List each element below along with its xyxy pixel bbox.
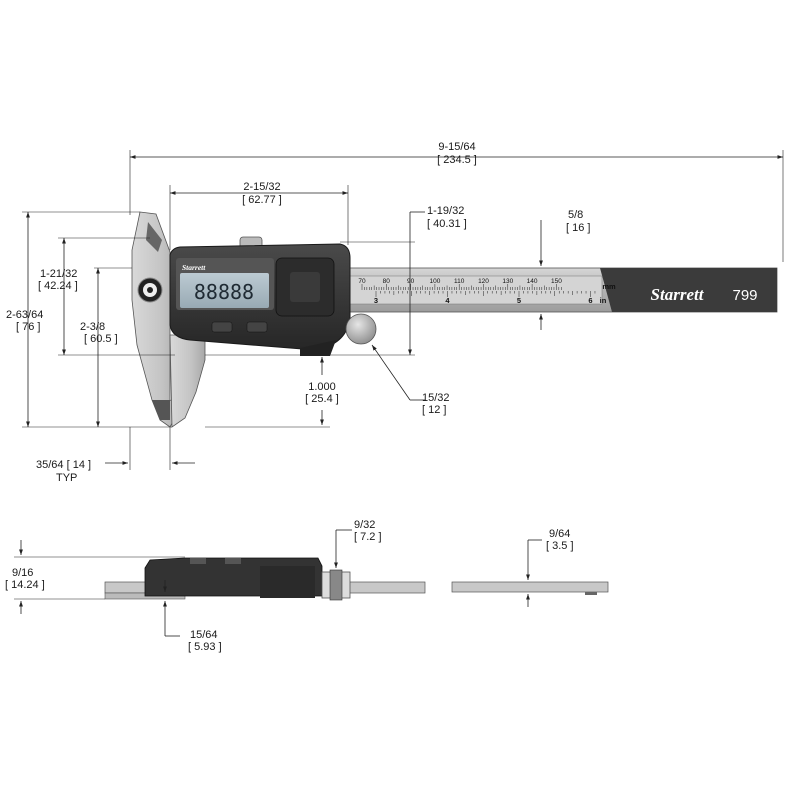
mm-label: 80 — [383, 278, 391, 285]
dim-jaw-offset-metric: [ 25.4 ] — [305, 393, 339, 405]
dim-wheel-thickness: 9/32 — [354, 519, 375, 531]
inch-label: 6 — [588, 296, 592, 305]
mm-label: 130 — [502, 278, 513, 285]
inch-unit-label: in — [600, 296, 607, 305]
mm-label: 70 — [358, 278, 366, 285]
mm-label: 110 — [454, 278, 465, 285]
dim-jaw-offset: 1.000 — [308, 381, 336, 393]
dim-thumb-wheel: 15/32 — [422, 392, 450, 404]
sliding-jaw — [169, 334, 206, 428]
mm-label: 90 — [407, 278, 415, 285]
dim-body-width: 2-15/32 — [243, 181, 280, 193]
mode-button[interactable] — [246, 321, 268, 333]
dim-upper-jaw-depth-metric: [ 42.24 ] — [38, 280, 78, 292]
display-brand: Starrett — [182, 263, 206, 272]
mm-scale: 70 80 90 100 110 120 130 140 150 — [358, 278, 562, 290]
dim-jaw-thickness-note: TYP — [56, 472, 77, 484]
mm-unit-label: mm — [602, 282, 616, 291]
dim-upper-jaw-depth: 1-21/32 — [40, 268, 77, 280]
dim-slider-to-beam: 1-19/32 — [427, 205, 464, 217]
brand-logo: Starrett — [651, 285, 705, 304]
beam-end-view — [451, 581, 609, 595]
lcd-readout: 88888 — [194, 280, 254, 304]
dim-slider-to-beam-metric: [ 40.31 ] — [427, 218, 467, 230]
side-view-dimensions: 9/16 [ 14.24 ] 9/32 [ 7.2 ] 15/64 [ 5.93… — [5, 519, 574, 653]
dim-jaw-thickness: 35/64 [ 14 ] — [36, 459, 91, 471]
dim-side-height: 9/16 — [12, 567, 33, 579]
inch-scale: 3 4 5 6 — [374, 291, 596, 305]
mm-label: 140 — [527, 278, 538, 285]
inch-label: 3 — [374, 296, 378, 305]
lcd-display — [180, 273, 269, 308]
zero-button[interactable] — [211, 321, 233, 333]
mm-label: 150 — [551, 278, 562, 285]
dim-beam-thickness: 9/64 — [549, 528, 570, 540]
dim-overall-height-metric: [ 76 ] — [16, 321, 40, 333]
dim-jaw-base-thickness: 15/64 — [190, 629, 218, 641]
dim-overall-height: 2-63/64 — [6, 309, 43, 321]
dim-jaw-base-thickness-metric: [ 5.93 ] — [188, 641, 222, 653]
dim-overall-length: 9-15/64 — [438, 141, 475, 153]
dim-lower-jaw-depth-metric: [ 60.5 ] — [84, 333, 118, 345]
front-view-dimensions: 9-15/64 [ 234.5 ] 2-15/32 [ 62.77 ] 1-19… — [6, 141, 784, 484]
dim-thumb-wheel-metric: [ 12 ] — [422, 404, 446, 416]
dim-wheel-thickness-metric: [ 7.2 ] — [354, 531, 382, 543]
caliper-side-view — [104, 557, 426, 601]
dim-beam-thickness-metric: [ 3.5 ] — [546, 540, 574, 552]
mm-label: 120 — [478, 278, 489, 285]
caliper-front-view: 70 80 90 100 110 120 130 140 150 3 4 5 6 mm in Star… — [131, 211, 778, 428]
mm-label: 100 — [429, 278, 440, 285]
starrett-seal-logo — [137, 277, 163, 303]
dim-side-height-metric: [ 14.24 ] — [5, 579, 45, 591]
slider-body: Starrett 88888 — [169, 236, 351, 356]
model-number: 799 — [732, 287, 757, 304]
thumb-wheel[interactable] — [345, 313, 377, 345]
dim-lower-jaw-depth: 2-3/8 — [80, 321, 105, 333]
dim-overall-length-metric: [ 234.5 ] — [437, 154, 477, 166]
dim-beam-width-metric: [ 16 ] — [566, 222, 590, 234]
dim-beam-width: 5/8 — [568, 209, 583, 221]
inch-label: 5 — [517, 296, 521, 305]
dim-body-width-metric: [ 62.77 ] — [242, 194, 282, 206]
inch-label: 4 — [445, 296, 450, 305]
